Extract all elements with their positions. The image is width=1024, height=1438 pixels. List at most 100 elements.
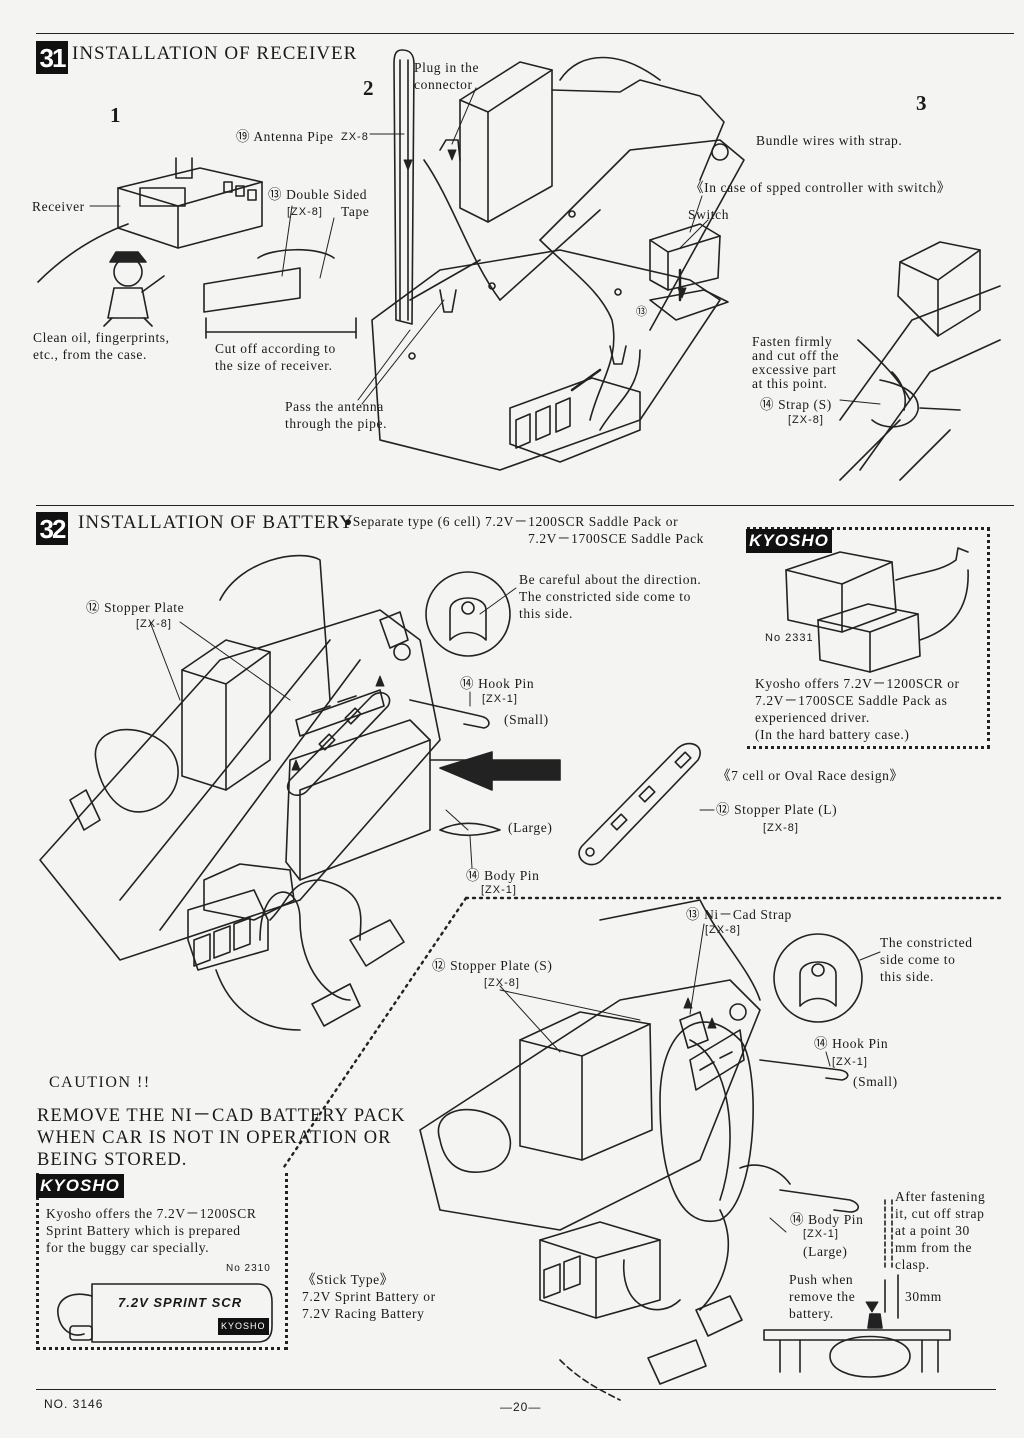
plug-connector-label-1: Plug in the xyxy=(414,60,480,75)
stick-type-note-1: 《Stick Type》 xyxy=(302,1272,394,1287)
sprint-promo-text-1: Kyosho offers the 7.2V－1200SCR xyxy=(46,1206,257,1221)
pass-antenna-note-2: through the pipe. xyxy=(285,416,388,431)
after-fastening-note-3: at a point 30 xyxy=(895,1223,970,1238)
receiver-label: Receiver xyxy=(32,199,85,214)
kyosho-logo-2: KYOSHO xyxy=(36,1174,124,1198)
fasten-note-3: excessive part xyxy=(752,362,837,377)
cut-note-1: Cut off according to xyxy=(215,341,336,356)
saddle-pack-illustration xyxy=(785,547,969,673)
hook-pin-2-code: [ZX-1] xyxy=(832,1056,868,1068)
caution-line-1: REMOVE THE NI－CAD BATTERY PACK xyxy=(37,1106,406,1126)
stopper-plate-s-label: ⑫ Stopper Plate (S) xyxy=(432,958,553,973)
mascot-illustration xyxy=(103,251,165,327)
saddle-pack-promo-box xyxy=(747,527,990,749)
antenna-chassis-illustration xyxy=(371,49,745,471)
plug-connector-label-2: connector xyxy=(414,77,473,92)
direction-arrow-icon xyxy=(439,751,561,791)
saddle-promo-text-3: experienced driver. xyxy=(755,710,870,725)
step-2-label: 2 xyxy=(363,76,374,100)
stopper-plate-l-illustration xyxy=(578,742,701,866)
bottom-rule xyxy=(36,1389,996,1390)
nicad-strap-code: [ZX-8] xyxy=(705,924,741,936)
section-title-32: INSTALLATION OF BATTERY xyxy=(78,512,354,533)
caution-line-2: WHEN CAR IS NOT IN OPERATION OR xyxy=(37,1128,392,1148)
cut-note-2: the size of receiver. xyxy=(215,358,333,373)
section-32-subtitle-2: 7.2V－1700SCE Saddle Pack xyxy=(528,531,705,546)
nicad-strap-label: ⑬ Ni－Cad Strap xyxy=(686,907,792,922)
document-number: NO. 3146 xyxy=(44,1397,104,1411)
caution-line-3: BEING STORED. xyxy=(37,1150,188,1170)
stopper-plate-detail xyxy=(286,691,391,796)
antenna-pipe-code: ZX-8 xyxy=(341,131,369,143)
saddle-pack-item-number: No 2331 xyxy=(765,632,814,644)
after-fastening-note-5: clasp. xyxy=(895,1257,930,1272)
body-pin-2-code: [ZX-1] xyxy=(803,1228,839,1240)
fasten-note-1: Fasten firmly xyxy=(752,334,833,349)
hook-pin-2-label: ⑭ Hook Pin xyxy=(814,1036,889,1051)
hook-pin-code: [ZX-1] xyxy=(482,693,518,705)
hook-pin-2-small: (Small) xyxy=(853,1074,898,1089)
section-number-31: 31 xyxy=(36,41,68,74)
saddle-promo-text-4: (In the hard battery case.) xyxy=(755,727,910,742)
careful-note-2: The constricted side come to xyxy=(519,589,691,604)
stopper-plate-code: [ZX-8] xyxy=(136,618,172,630)
hook-pin-small: (Small) xyxy=(504,712,549,727)
push-note-1: Push when xyxy=(789,1272,854,1287)
constricted-detail-circle xyxy=(425,571,511,657)
receiver-illustration xyxy=(37,157,357,339)
step-3-label: 3 xyxy=(916,91,927,115)
after-fastening-note-4: mm from the xyxy=(895,1240,973,1255)
double-sided-tape-label-1: ⑬ Double Sided xyxy=(268,187,368,202)
dimension-30mm: 30mm xyxy=(905,1289,942,1304)
constricted-note-2: side come to xyxy=(880,952,956,967)
stopper-plate-l-label: ⑫ Stopper Plate (L) xyxy=(716,802,838,817)
body-pin-2-label: ⑭ Body Pin xyxy=(790,1212,864,1227)
body-pin-code: [ZX-1] xyxy=(481,884,517,896)
battery-chassis-illustration xyxy=(39,554,501,1031)
saddle-promo-text-1: Kyosho offers 7.2V－1200SCR or xyxy=(755,676,960,691)
careful-note-1: Be careful about the direction. xyxy=(519,572,702,587)
push-note-2: remove the xyxy=(789,1289,856,1304)
constricted-note-3: this side. xyxy=(880,969,935,984)
stick-type-note-2: 7.2V Sprint Battery or xyxy=(302,1289,436,1304)
constricted-detail-circle-2 xyxy=(773,933,863,1023)
antenna-pipe-label: ⑲ Antenna Pipe xyxy=(236,129,334,144)
strap-s-code: [ZX-8] xyxy=(788,414,824,426)
step-1-label: 1 xyxy=(110,103,121,127)
section-32-subtitle-1: ●Separate type (6 cell) 7.2V－1200SCR Sad… xyxy=(344,514,679,529)
switch-label: Switch xyxy=(688,207,730,222)
page-number: —20— xyxy=(500,1400,542,1414)
section-number-32: 32 xyxy=(36,512,68,545)
push-note-3: battery. xyxy=(789,1306,834,1321)
sprint-battery-label: 7.2V SPRINT SCR xyxy=(118,1295,243,1310)
sprint-promo-text-3: for the buggy car specially. xyxy=(46,1240,210,1255)
double-sided-tape-label-2: Tape xyxy=(341,204,370,219)
kyosho-logo: KYOSHO xyxy=(746,529,832,553)
careful-note-3: this side. xyxy=(519,606,574,621)
sprint-battery-promo-box xyxy=(36,1173,288,1350)
clean-note-1: Clean oil, fingerprints, xyxy=(33,330,170,345)
double-sided-tape-code: [ZX-8] xyxy=(287,206,323,218)
stick-battery-illustration xyxy=(57,1283,273,1343)
pass-antenna-note-1: Pass the antenna xyxy=(285,399,384,414)
part-132-label: ⑬ xyxy=(636,306,648,318)
sprint-battery-brand: KYOSHO xyxy=(218,1318,269,1335)
saddle-promo-text-2: 7.2V－1700SCE Saddle Pack as xyxy=(755,693,948,708)
fasten-note-2: and cut off the xyxy=(752,348,840,363)
battery-strap-assembly-illustration xyxy=(419,899,860,1401)
clean-note-2: etc., from the case. xyxy=(33,347,147,362)
body-pin-2-large: (Large) xyxy=(803,1244,848,1259)
stopper-plate-s-code: [ZX-8] xyxy=(484,977,520,989)
stick-type-note-3: 7.2V Racing Battery xyxy=(302,1306,425,1321)
stopper-plate-l-code: [ZX-8] xyxy=(763,822,799,834)
callout-lines xyxy=(89,87,881,1233)
section-title-31: INSTALLATION OF RECEIVER xyxy=(72,43,358,64)
strap-illustration xyxy=(839,241,1001,481)
sprint-item-number: No 2310 xyxy=(226,1263,271,1274)
stopper-plate-label: ⑫ Stopper Plate xyxy=(86,600,185,615)
sprint-promo-text-2: Sprint Battery which is prepared xyxy=(46,1223,241,1238)
bundle-note: Bundle wires with strap. xyxy=(756,133,903,148)
strap-s-label: ⑭ Strap (S) xyxy=(760,397,832,412)
middle-rule xyxy=(36,505,1014,506)
